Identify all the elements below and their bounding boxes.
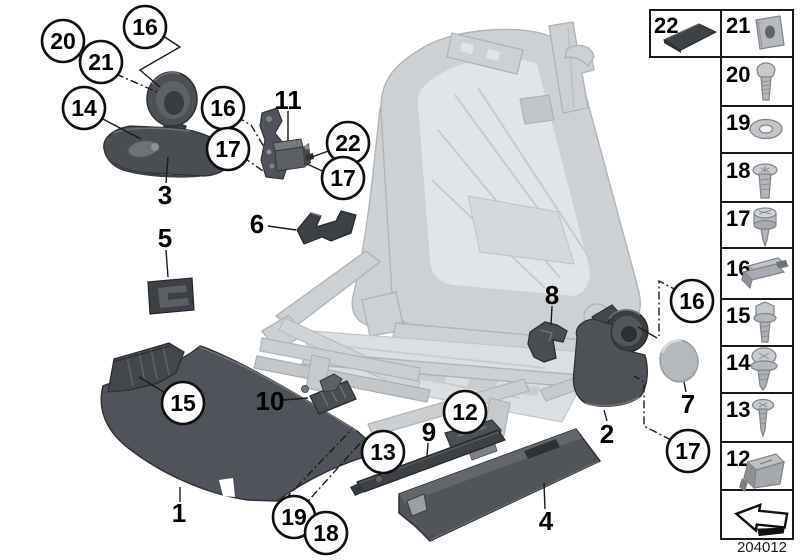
part-label-5: 5 — [158, 223, 172, 253]
part-5-clip — [147, 277, 195, 315]
shoulder-screw-icon — [753, 207, 777, 248]
callout-20[interactable]: 20 — [40, 18, 86, 64]
legend-cell-arrow[interactable] — [733, 501, 789, 540]
svg-text:19: 19 — [281, 504, 307, 530]
callout-16-mid[interactable]: 16 — [200, 85, 246, 131]
callouts: 20 21 16 14 16 17 22 17 15 19 18 13 12 1… — [40, 4, 715, 556]
callout-21[interactable]: 21 — [78, 39, 124, 85]
part-10-bracket — [301, 373, 357, 415]
callout-22[interactable]: 22 — [325, 120, 371, 166]
part-7-round-cap — [659, 338, 699, 383]
svg-text:19: 19 — [726, 110, 750, 135]
clamp-clip-icon — [739, 453, 786, 492]
spring-clip-icon — [741, 257, 790, 290]
part-2-side-cover — [572, 304, 649, 407]
callout-13[interactable]: 13 — [360, 429, 406, 475]
callout-17-mid[interactable]: 17 — [205, 126, 251, 172]
pan-head-screw-icon — [756, 62, 776, 101]
svg-text:18: 18 — [726, 158, 750, 183]
legend-cell-14[interactable]: 14 — [726, 347, 778, 391]
callout-16-right[interactable]: 16 — [669, 278, 715, 324]
legend-cell-13[interactable]: 13 — [726, 397, 775, 438]
svg-text:17: 17 — [675, 438, 701, 464]
part-6-bracket — [296, 210, 357, 245]
part-label-8: 8 — [545, 280, 559, 310]
part-label-1: 1 — [172, 498, 186, 528]
callout-17-right[interactable]: 17 — [665, 428, 711, 474]
trim-pad-icon — [662, 23, 718, 53]
washer-screw-icon — [750, 347, 778, 391]
svg-text:18: 18 — [313, 520, 339, 546]
svg-text:15: 15 — [726, 303, 750, 328]
part-label-4: 4 — [539, 506, 554, 536]
part-label-9: 9 — [422, 417, 436, 447]
washer-icon — [749, 118, 783, 140]
legend-cell-12[interactable]: 12 — [726, 446, 786, 492]
svg-text:16: 16 — [679, 288, 705, 314]
svg-text:21: 21 — [88, 49, 114, 75]
part-label-11: 11 — [274, 85, 302, 115]
svg-text:14: 14 — [71, 95, 97, 121]
svg-text:22: 22 — [335, 130, 361, 156]
countersunk-screw-icon — [752, 163, 778, 199]
clip-nut-icon — [755, 15, 785, 50]
svg-text:17: 17 — [726, 206, 750, 231]
svg-text:16: 16 — [132, 14, 158, 40]
legend-cell-19[interactable]: 19 — [726, 110, 783, 140]
legend-cell-16[interactable]: 16 — [726, 256, 790, 290]
svg-text:14: 14 — [726, 350, 751, 375]
legend-cell-15[interactable]: 15 — [726, 301, 777, 343]
part-label-6: 6 — [250, 209, 264, 239]
legend: 22 21 20 19 — [649, 9, 794, 540]
svg-text:21: 21 — [726, 13, 750, 38]
callout-12[interactable]: 12 — [442, 389, 488, 435]
part-label-10: 10 — [256, 386, 285, 416]
callout-16-top[interactable]: 16 — [122, 4, 168, 50]
callout-18[interactable]: 18 — [303, 510, 349, 556]
svg-text:16: 16 — [210, 95, 236, 121]
screw-13-icon — [375, 475, 383, 483]
hex-bolt-icon — [753, 301, 777, 343]
legend-cell-20[interactable]: 20 — [726, 62, 776, 101]
part-8-bracket — [527, 321, 568, 363]
part-3-cover — [103, 71, 231, 178]
svg-text:22: 22 — [654, 13, 678, 38]
doc-number: 204012 — [737, 539, 787, 556]
part-11-module-bracket — [259, 107, 314, 180]
legend-cell-22[interactable]: 22 — [654, 13, 718, 53]
legend-cell-21[interactable]: 21 — [726, 13, 785, 50]
callout-14[interactable]: 14 — [61, 85, 107, 131]
tapping-screw-icon — [751, 398, 775, 438]
legend-cell-17[interactable]: 17 — [726, 206, 777, 248]
part-label-3: 3 — [158, 180, 172, 210]
svg-text:15: 15 — [170, 390, 196, 416]
seat-frame-ghost — [253, 21, 641, 437]
svg-text:20: 20 — [726, 62, 750, 87]
svg-text:13: 13 — [370, 439, 396, 465]
part-labels: 1 2 3 4 5 6 7 8 9 10 11 — [158, 85, 695, 536]
callout-15[interactable]: 15 — [160, 380, 206, 426]
svg-text:13: 13 — [726, 397, 750, 422]
svg-text:17: 17 — [330, 165, 356, 191]
part-label-7: 7 — [681, 389, 695, 419]
part-4-side-panel — [398, 428, 602, 542]
svg-text:20: 20 — [50, 28, 76, 54]
part-9-rail-trim — [350, 429, 506, 496]
direction-arrow-icon — [734, 502, 789, 537]
svg-text:12: 12 — [452, 399, 478, 425]
svg-text:17: 17 — [215, 136, 241, 162]
part-label-2: 2 — [600, 419, 614, 449]
callout-17-bracket[interactable]: 17 — [320, 155, 366, 201]
legend-cell-18[interactable]: 18 — [726, 158, 778, 199]
